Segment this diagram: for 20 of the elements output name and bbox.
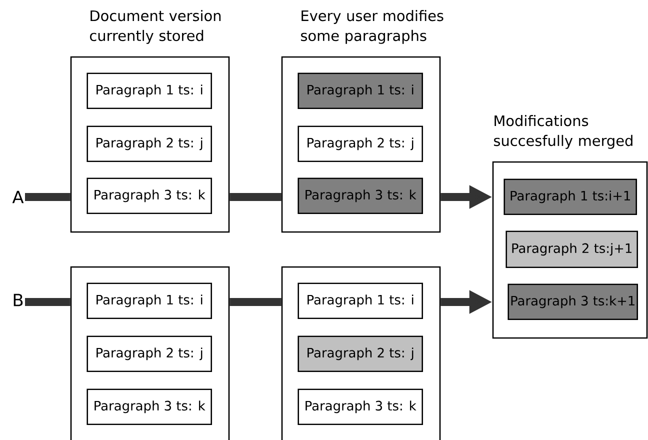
paragraph-box: Paragraph 3 ts: k bbox=[86, 388, 212, 425]
paragraph-box: Paragraph 1 ts: i bbox=[86, 72, 212, 109]
paragraph-box: Paragraph 1 ts:i+1 bbox=[504, 178, 637, 215]
paragraph-box: Paragraph 2 ts: j bbox=[86, 126, 212, 162]
heading: Every user modifies some paragraphs bbox=[300, 10, 444, 44]
paragraph-box: Paragraph 3 ts: k bbox=[298, 178, 423, 214]
paragraph-box: Paragraph 1 ts: i bbox=[86, 282, 212, 319]
paragraph-box: Paragraph 2 ts: j bbox=[86, 336, 212, 372]
paragraph-box: Paragraph 2 ts: j bbox=[298, 336, 423, 372]
row-letter: B bbox=[14, 294, 23, 306]
heading: Modifications succesfully merged bbox=[494, 115, 632, 149]
paragraph-box: Paragraph 2 ts: j bbox=[298, 126, 423, 162]
paragraph-box: Paragraph 3 ts: k bbox=[298, 388, 423, 425]
heading: Document version currently stored bbox=[90, 10, 221, 44]
paragraph-box: Paragraph 1 ts: i bbox=[298, 282, 423, 319]
row-letter: A bbox=[12, 190, 24, 204]
paragraph-box: Paragraph 3 ts: k bbox=[86, 178, 212, 214]
paragraph-box: Paragraph 1 ts: i bbox=[298, 72, 423, 109]
paragraph-box: Paragraph 3 ts:k+1 bbox=[508, 284, 638, 320]
paragraph-box: Paragraph 2 ts:j+1 bbox=[506, 230, 638, 268]
